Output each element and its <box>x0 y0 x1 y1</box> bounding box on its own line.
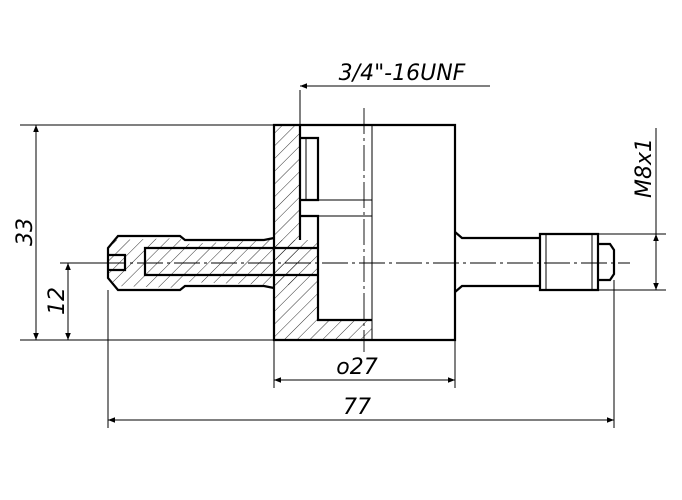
nipple-bore <box>143 246 318 277</box>
main-body <box>272 123 457 342</box>
right-tube <box>454 231 616 293</box>
nipple-inlet <box>108 253 127 272</box>
dim-m8x1-label: M8x1 <box>632 138 657 198</box>
nut-outline <box>538 232 600 292</box>
dim-33-label: 33 <box>13 218 38 246</box>
internal-bore <box>300 136 372 322</box>
dimension-33: 33 <box>13 125 39 340</box>
thread-spec-label: 3/4"-16UNF <box>339 61 466 86</box>
dimension-77: 77 <box>108 395 614 423</box>
body-section-hatch <box>274 125 372 340</box>
tube-tip <box>598 242 616 282</box>
thread-leader: 3/4"-16UNF <box>300 61 490 89</box>
dim-77-label: 77 <box>343 395 371 420</box>
extension-lines <box>20 90 666 428</box>
tube-outline <box>454 231 540 293</box>
dimension-12: 12 <box>45 263 71 340</box>
dimension-m8x1: M8x1 <box>632 128 659 290</box>
dim-12-label: 12 <box>45 287 70 315</box>
dim-27-label: o27 <box>336 355 377 380</box>
dimension-diameter-27: o27 <box>274 355 455 383</box>
